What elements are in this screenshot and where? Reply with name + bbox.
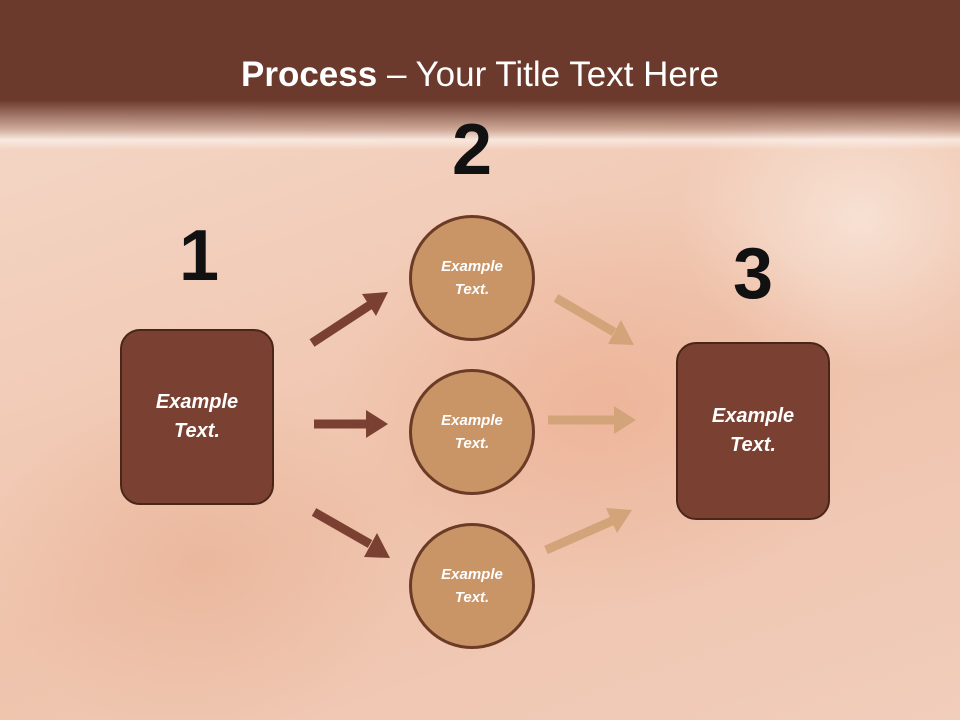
slide-title: Process – Your Title Text Here — [0, 54, 960, 96]
step-number-3: 3 — [732, 234, 774, 314]
right-box-label: Example Text. — [711, 405, 795, 456]
circle-top-label: Example Text. — [441, 258, 503, 298]
arrow-to-circle-bottom — [311, 508, 390, 558]
left-box-label: Example Text. — [155, 391, 239, 442]
step-number-1: 1 — [178, 216, 220, 296]
arrow-from-circle-middle — [548, 406, 636, 434]
arrow-from-circle-bottom — [544, 508, 632, 555]
circle-top[interactable]: Example Text. — [409, 215, 535, 341]
circle-bottom[interactable]: Example Text. — [409, 523, 535, 649]
arrow-to-circle-top — [309, 292, 388, 347]
arrow-from-circle-top — [553, 294, 634, 345]
circle-middle-label: Example Text. — [441, 412, 503, 452]
left-box[interactable]: Example Text. — [120, 329, 274, 505]
step-number-2: 2 — [451, 110, 493, 190]
title-rest: – Your Title Text Here — [377, 55, 719, 94]
circle-middle[interactable]: Example Text. — [409, 369, 535, 495]
title-bold: Process — [241, 55, 378, 94]
arrow-to-circle-middle — [314, 410, 388, 438]
title-bar — [0, 0, 960, 150]
circle-bottom-label: Example Text. — [441, 566, 503, 606]
right-box[interactable]: Example Text. — [676, 342, 830, 520]
